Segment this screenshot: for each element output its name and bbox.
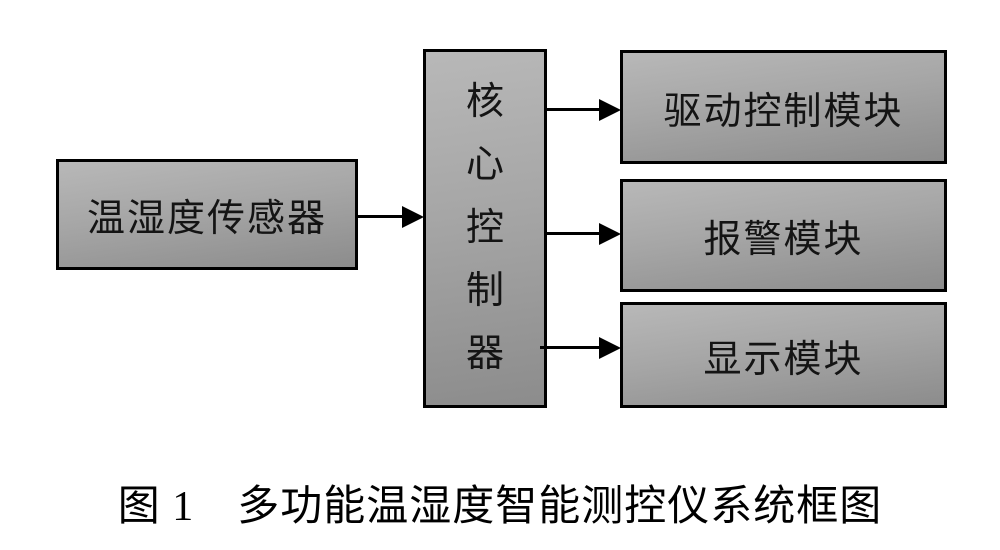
display-module-box: 显示模块 (620, 302, 947, 408)
arrow-line (547, 232, 601, 235)
sensor-box-label: 温湿度传感器 (86, 198, 327, 240)
core-controller-box: 核 心 控 制 器 (423, 49, 547, 408)
drive-control-module-box: 驱动控制模块 (620, 50, 947, 164)
arrowhead-right-icon (402, 206, 424, 228)
arrowhead-right-icon (599, 337, 621, 359)
arrow-line (547, 108, 601, 111)
display-module-label: 显示模块 (703, 338, 864, 381)
core-box-char: 器 (465, 333, 504, 375)
core-box-char: 核 (465, 81, 504, 123)
core-box-char: 控 (465, 207, 504, 249)
alarm-module-label: 报警模块 (703, 219, 864, 261)
core-box-char: 制 (465, 270, 504, 312)
core-box-char: 心 (465, 144, 504, 186)
figure-caption: 图 1 多功能温湿度智能测控仪系统框图 (117, 484, 883, 530)
arrow-line (358, 215, 404, 218)
drive-control-module-label: 驱动控制模块 (663, 90, 904, 133)
alarm-module-box: 报警模块 (620, 179, 947, 292)
arrowhead-right-icon (599, 99, 621, 121)
arrowhead-right-icon (599, 223, 621, 245)
arrow-line (540, 346, 601, 349)
sensor-box: 温湿度传感器 (56, 159, 358, 270)
